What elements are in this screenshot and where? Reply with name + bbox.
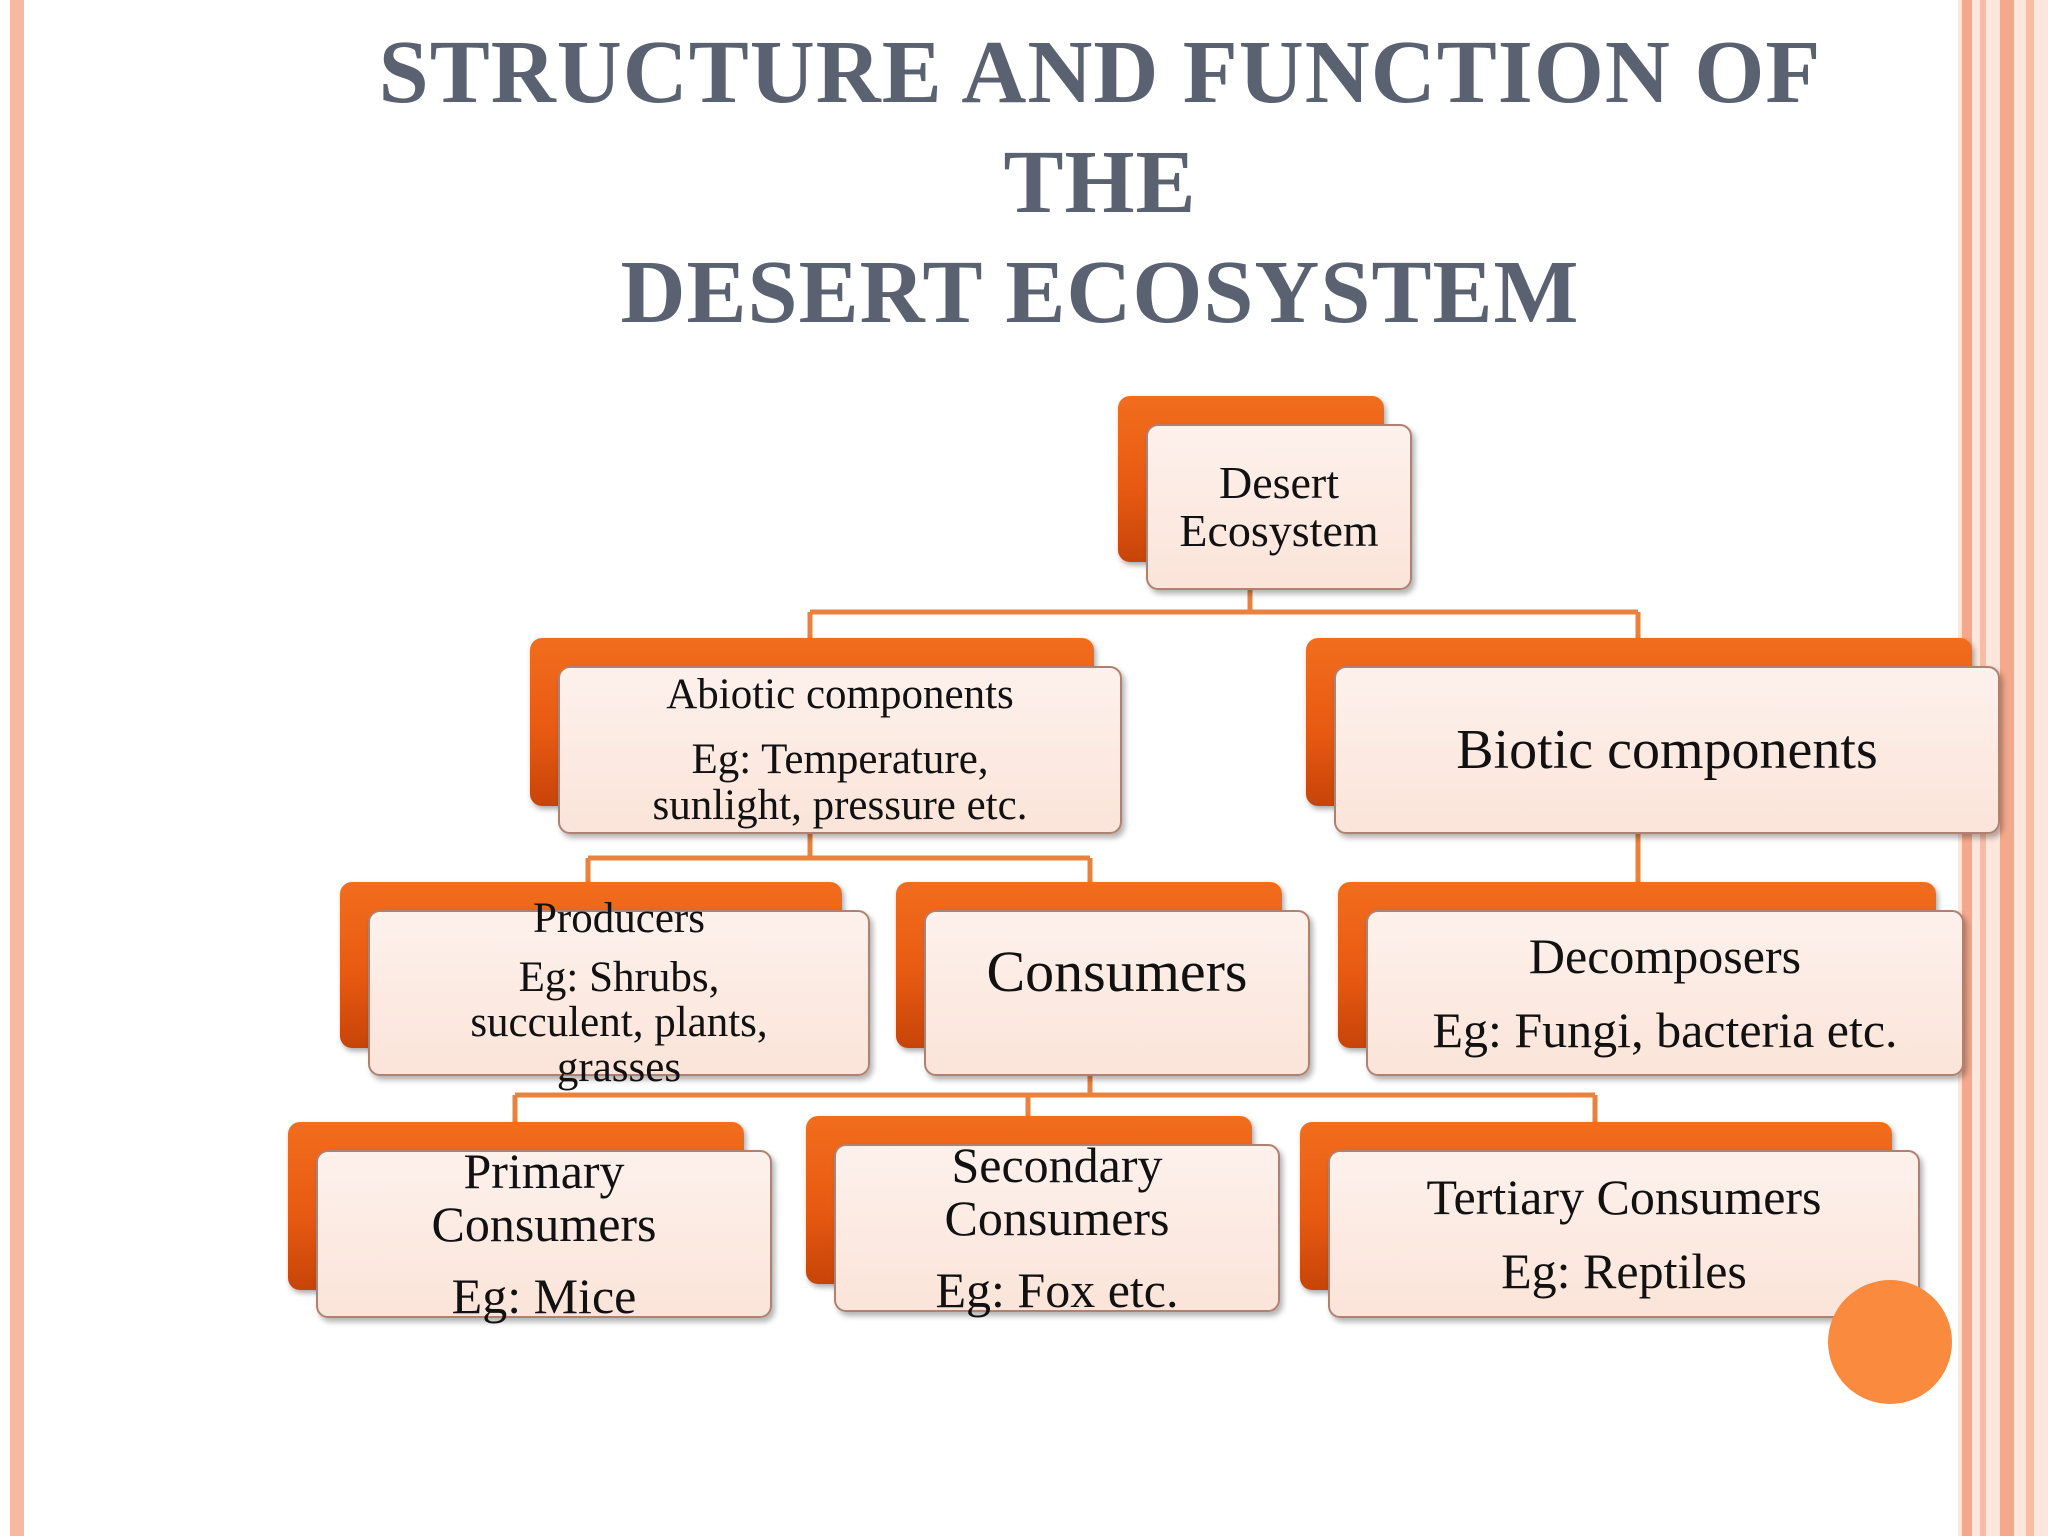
node-label-box: Decomposers Eg: Fungi, bacteria etc.: [1366, 910, 1964, 1076]
node-text: Eg: Temperature,: [691, 736, 989, 784]
node-text: Ecosystem: [1179, 505, 1379, 556]
node-decomposers: Decomposers Eg: Fungi, bacteria etc.: [1338, 882, 1964, 1076]
connector-root-to-level1: [807, 588, 1641, 640]
node-text: grasses: [556, 1044, 682, 1092]
connector-abiotic-to-producers-consumers: [585, 832, 1093, 884]
left-border-stripe: [10, 0, 24, 1536]
node-text: Biotic components: [1456, 718, 1878, 781]
node-biotic-components: Biotic components: [1306, 638, 2000, 834]
node-secondary-consumers: Secondary Consumers Eg: Fox etc.: [806, 1116, 1280, 1316]
title-line: STRUCTURE AND FUNCTION OF: [378, 23, 1822, 122]
node-text: Tertiary Consumers: [1426, 1168, 1822, 1225]
node-text: Consumers: [986, 939, 1248, 1004]
node-label-box: Biotic components: [1334, 666, 2000, 834]
node-label-box: Abiotic components Eg: Temperature, sunl…: [558, 666, 1122, 834]
node-text: Consumers: [431, 1195, 657, 1252]
node-text: Eg: Mice: [451, 1268, 637, 1325]
node-text: Secondary: [951, 1137, 1163, 1194]
node-text: Eg: Fox etc.: [935, 1262, 1179, 1319]
slide-title: STRUCTURE AND FUNCTION OF THE DESERT ECO…: [240, 18, 1960, 348]
node-text: Desert: [1218, 456, 1340, 508]
decorative-circle: [1828, 1280, 1952, 1404]
node-text: Primary: [463, 1143, 625, 1200]
node-label-box: Tertiary Consumers Eg: Reptiles: [1328, 1150, 1920, 1318]
node-producers: Producers Eg: Shrubs, succulent, plants,…: [340, 882, 870, 1090]
node-text: sunlight, pressure etc.: [652, 781, 1028, 829]
node-label-box: Primary Consumers Eg: Mice: [316, 1145, 772, 1322]
node-text: succulent, plants,: [470, 999, 768, 1046]
node-tertiary-consumers: Tertiary Consumers Eg: Reptiles: [1300, 1122, 1920, 1318]
node-abiotic-components: Abiotic components Eg: Temperature, sunl…: [530, 638, 1122, 834]
title-line: DESERT ECOSYSTEM: [620, 243, 1580, 342]
right-border-stripe: [2026, 0, 2034, 1536]
node-text: Eg: Reptiles: [1501, 1243, 1747, 1299]
node-desert-ecosystem: Desert Ecosystem: [1118, 396, 1412, 590]
node-text: Eg: Fungi, bacteria etc.: [1432, 1002, 1898, 1058]
node-label-box: Producers Eg: Shrubs, succulent, plants,…: [368, 896, 870, 1090]
right-border-stripe: [2000, 0, 2014, 1536]
node-label-box: Desert Ecosystem: [1146, 424, 1412, 590]
node-text: Consumers: [944, 1189, 1170, 1246]
connector-consumers-to-levels: [512, 1074, 1598, 1124]
node-label-box: Secondary Consumers Eg: Fox etc.: [834, 1139, 1280, 1316]
node-text: Eg: Shrubs,: [518, 953, 720, 1001]
node-label-box: Consumers: [924, 910, 1310, 1076]
node-primary-consumers: Primary Consumers Eg: Mice: [288, 1122, 772, 1322]
node-text: Producers: [533, 894, 705, 942]
node-text: Abiotic components: [666, 671, 1014, 719]
node-consumers: Consumers: [896, 882, 1310, 1076]
title-line: THE: [1003, 133, 1197, 232]
node-text: Decomposers: [1528, 927, 1802, 984]
